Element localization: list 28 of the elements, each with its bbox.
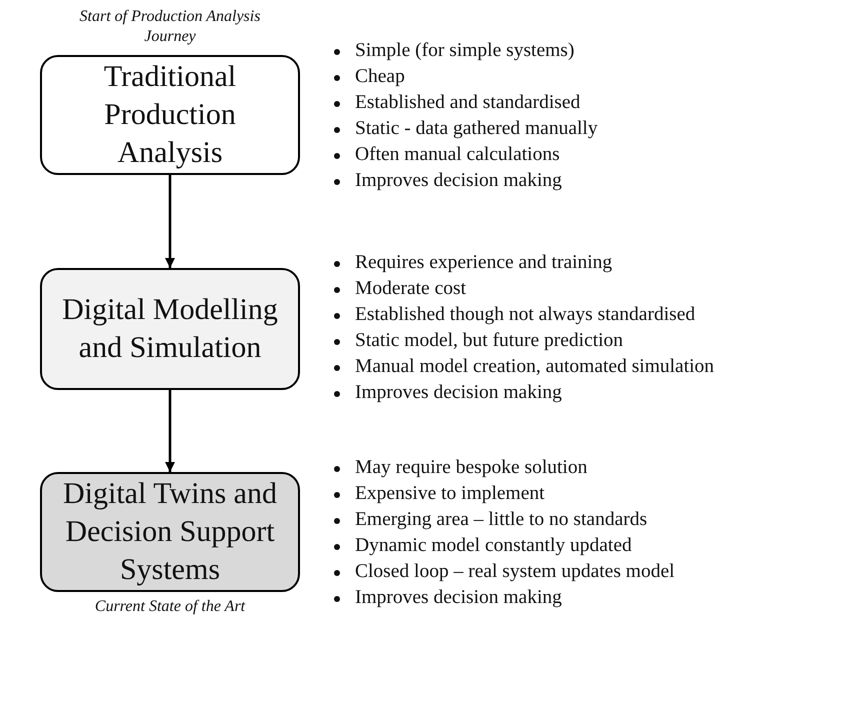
bullet-text: Manual model creation, automated simulation: [355, 356, 714, 377]
process-box: [40, 55, 300, 175]
bullet-text: Closed loop – real system updates model: [355, 561, 675, 582]
bullet-text: Static model, but future prediction: [355, 330, 624, 351]
bullet-text: Simple (for simple systems): [355, 40, 574, 61]
bullet-text: Established and standardised: [355, 92, 580, 113]
box-label: Digital Modelling and Simulation: [61, 292, 279, 366]
bullet-text: Cheap: [355, 66, 405, 87]
bullet-text: Improves decision making: [355, 382, 562, 403]
arrow: [165, 390, 175, 472]
process-box: [40, 472, 300, 592]
bullet-text: Requires experience and training: [355, 252, 612, 273]
box-label: Digital Twins and Decision Support Systems: [62, 476, 278, 588]
bullet-text: Dynamic model constantly updated: [355, 535, 632, 556]
bullet-text: Moderate cost: [355, 278, 466, 299]
process-box: [40, 268, 300, 390]
box-label: Traditional Production Analysis: [102, 59, 238, 171]
caption-text: Current State of the Art: [94, 597, 246, 617]
bullet-text: Improves decision making: [355, 170, 562, 191]
caption-text: Start of Production Analysis Journey: [78, 7, 262, 47]
bullet-text: Emerging area – little to no standards: [355, 509, 648, 530]
bullet-text: Improves decision making: [355, 587, 562, 608]
bullet-text: Established though not always standardised: [355, 304, 696, 325]
bullet-text: Expensive to implement: [355, 483, 545, 504]
bullet-text: May require bespoke solution: [355, 457, 588, 478]
bullet-text: Static - data gathered manually: [355, 118, 598, 139]
bullet-text: Often manual calculations: [355, 144, 560, 165]
arrow: [165, 175, 175, 268]
